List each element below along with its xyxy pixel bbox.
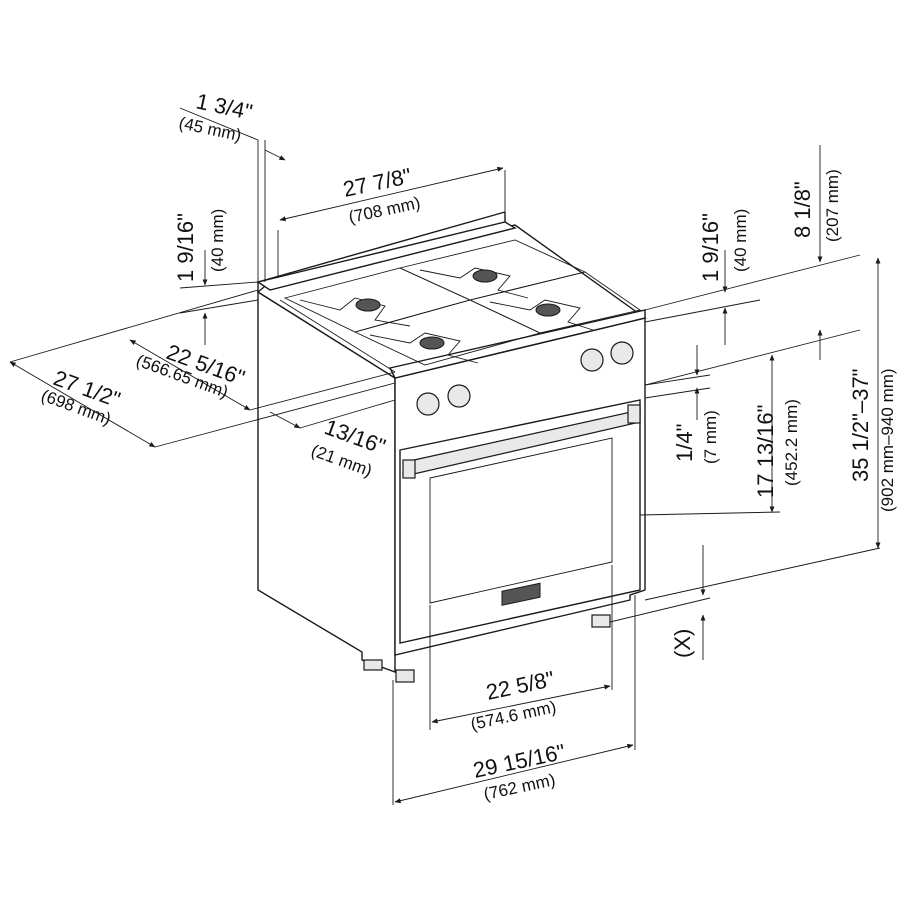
knob-icon xyxy=(610,341,634,365)
dimension-lines xyxy=(9,107,881,805)
burner-cap-back-left xyxy=(355,298,381,312)
burner-cap-back-right xyxy=(472,269,498,283)
knob-icon xyxy=(447,384,471,408)
label-top-offset-metric: (207 mm) xyxy=(823,169,842,242)
label-panel-gap-metric: (7 mm) xyxy=(701,410,720,464)
range-illustration xyxy=(256,211,647,683)
label-oven-door-height: 17 13/16" xyxy=(753,405,778,498)
label-backguard-height-right: 1 9/16" xyxy=(698,213,723,282)
foot-left xyxy=(363,659,383,671)
label-total-height-metric: (902 mm–940 mm) xyxy=(878,368,897,512)
burner-cap-front-right xyxy=(535,303,561,317)
label-leg-height: (X) xyxy=(670,629,695,658)
label-top-offset: 8 1/8" xyxy=(790,181,815,238)
label-oven-width-metric: (574.6 mm) xyxy=(469,697,558,734)
label-backguard-height-right-metric: (40 mm) xyxy=(731,209,750,272)
label-backguard-height-left: 1 9/16" xyxy=(173,213,198,282)
label-oven-door-height-metric: (452.2 mm) xyxy=(782,399,801,486)
foot-right xyxy=(591,614,611,628)
burner-grates xyxy=(283,239,642,366)
knob-icon xyxy=(580,348,604,372)
label-total-height: 35 1/2"–37" xyxy=(848,369,873,483)
label-backguard-height-left-metric: (40 mm) xyxy=(208,209,227,272)
brand-badge xyxy=(501,582,541,606)
burner-cap-front-left xyxy=(419,336,445,350)
knob-icon xyxy=(416,392,440,416)
label-panel-gap: 1/4" xyxy=(672,424,697,462)
control-knobs xyxy=(416,341,634,416)
foot-front xyxy=(395,669,415,683)
oven-window xyxy=(429,437,613,604)
front-lip xyxy=(388,309,646,379)
backguard xyxy=(256,221,517,291)
